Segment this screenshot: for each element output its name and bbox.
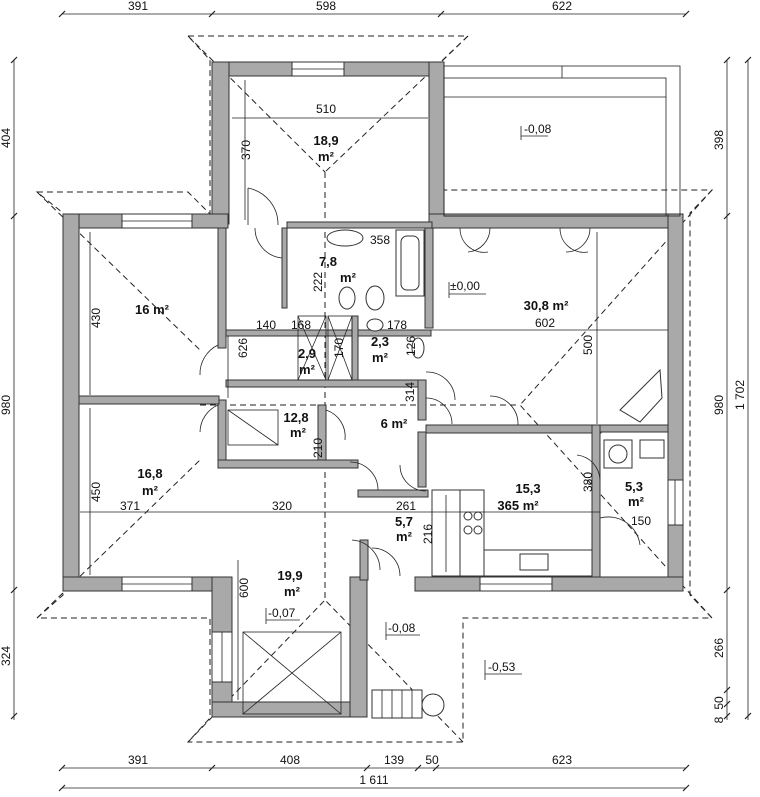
dim-right-total: 1 702	[733, 380, 747, 410]
bedroom-lower-unit: m²	[142, 483, 159, 498]
room-labels: 510 370 18,9 m² 16 m² 430 626 16,8 m² 37…	[89, 102, 651, 599]
wc2-unit: m²	[372, 350, 389, 365]
pantry-width: 150	[631, 514, 651, 528]
dim-right-1: 398	[712, 130, 726, 150]
level-ground: -0,53	[488, 660, 516, 674]
dim-top-2: 598	[316, 0, 336, 13]
bedroom-lower-depth: 450	[89, 482, 103, 502]
bedroom-lower-width: 371	[120, 499, 140, 513]
pantry-area: 5,3	[625, 479, 643, 494]
wc1-area: 2,9	[298, 346, 316, 361]
bedroom-left-area: 16 m²	[135, 302, 170, 317]
corridor-area: 6 m²	[381, 416, 408, 431]
steps	[371, 689, 423, 719]
exterior-walls	[62, 61, 684, 718]
dim-bottom-total: 1 611	[359, 773, 388, 787]
wc2-width: 178	[387, 318, 407, 332]
level-floor: ±0,00	[450, 279, 480, 293]
bedroom-lower-area: 16,8	[137, 466, 162, 481]
kitchen-area: 15,3	[515, 481, 540, 496]
hall-unit: m²	[290, 425, 307, 440]
wc1-depth: 170	[332, 338, 346, 358]
garage-width: 320	[272, 499, 292, 513]
bidet	[338, 286, 356, 310]
pantry-unit: m²	[628, 494, 645, 509]
fixtures	[227, 229, 665, 719]
kitchen-entry: 261	[396, 499, 416, 513]
level-garage: -0,07	[268, 606, 296, 620]
fireplace	[619, 368, 663, 423]
doors	[199, 187, 641, 577]
living-area: 30,8 m²	[524, 298, 569, 313]
dim-top-3: 622	[552, 0, 572, 13]
shower	[327, 315, 353, 381]
car-bay	[242, 631, 342, 715]
bedroom-left-depth: 430	[89, 308, 103, 328]
living-width: 602	[535, 316, 555, 330]
corridor-depth: 314	[403, 382, 417, 402]
wc2-depth: 126	[404, 336, 418, 356]
bathroom-unit: m²	[340, 270, 357, 285]
dim-top-1: 391	[128, 0, 148, 13]
wc1-passage: 140	[256, 318, 276, 332]
dim-bottom-5: 623	[552, 753, 572, 767]
dim-bottom-4: 50	[425, 753, 439, 767]
dim-right-5: 50	[712, 696, 726, 710]
hall-area: 12,8	[283, 410, 308, 425]
wc1-unit: m²	[299, 362, 316, 377]
dim-left-1: 404	[0, 128, 13, 148]
bathroom-depth: 222	[311, 272, 325, 292]
hall-depth: 210	[311, 438, 325, 458]
garage-unit: m²	[284, 584, 301, 599]
dim-right-3: 266	[712, 638, 726, 658]
windows	[121, 61, 684, 683]
dim-left-3: 324	[0, 646, 13, 666]
garage-area: 19,9	[277, 568, 302, 583]
interior-walls	[78, 221, 669, 581]
bathroom-area: 7,8	[319, 254, 337, 269]
kitchen-unit: 365 m²	[497, 498, 539, 513]
toilet	[365, 285, 385, 311]
vestibule-unit: m²	[396, 529, 413, 544]
level-markers: -0,08 ±0,00 -0,07 -0,08 -0,53	[265, 122, 552, 680]
dim-right-2: 980	[712, 395, 726, 415]
washbasin	[326, 229, 364, 247]
roof-outline	[35, 35, 714, 743]
dim-bottom-2: 408	[280, 753, 300, 767]
vestibule-depth: 216	[421, 524, 435, 544]
level-terrace: -0,08	[524, 122, 552, 136]
bedroom-top-width: 510	[316, 102, 336, 116]
sink	[519, 553, 549, 571]
dimension-labels: 391 598 622 391 408 139 50 623 1 611 404…	[0, 0, 747, 787]
bathroom-width: 358	[370, 233, 390, 247]
dim-left-2: 980	[0, 395, 13, 415]
interior-dim-lines	[80, 80, 668, 700]
dim-bottom-3: 139	[384, 753, 404, 767]
vestibule-area: 5,7	[395, 514, 413, 529]
terrace	[443, 65, 681, 217]
bedroom-top-unit: m²	[318, 149, 335, 164]
dimension-chains	[10, 10, 752, 792]
bedroom-top-depth: 370	[239, 140, 253, 160]
wc1-width: 168	[291, 318, 311, 332]
dim-bottom-1: 391	[128, 753, 148, 767]
living-depth: 500	[581, 335, 595, 355]
kitchen-depth: 380	[581, 472, 595, 492]
wc2-area: 2,3	[371, 334, 389, 349]
bedroom-left-side: 626	[236, 338, 250, 358]
bedroom-top-area: 18,9	[313, 133, 338, 148]
level-entrance: -0,08	[388, 621, 416, 635]
dim-right-4: 8	[712, 716, 726, 723]
garage-depth: 600	[237, 578, 251, 598]
